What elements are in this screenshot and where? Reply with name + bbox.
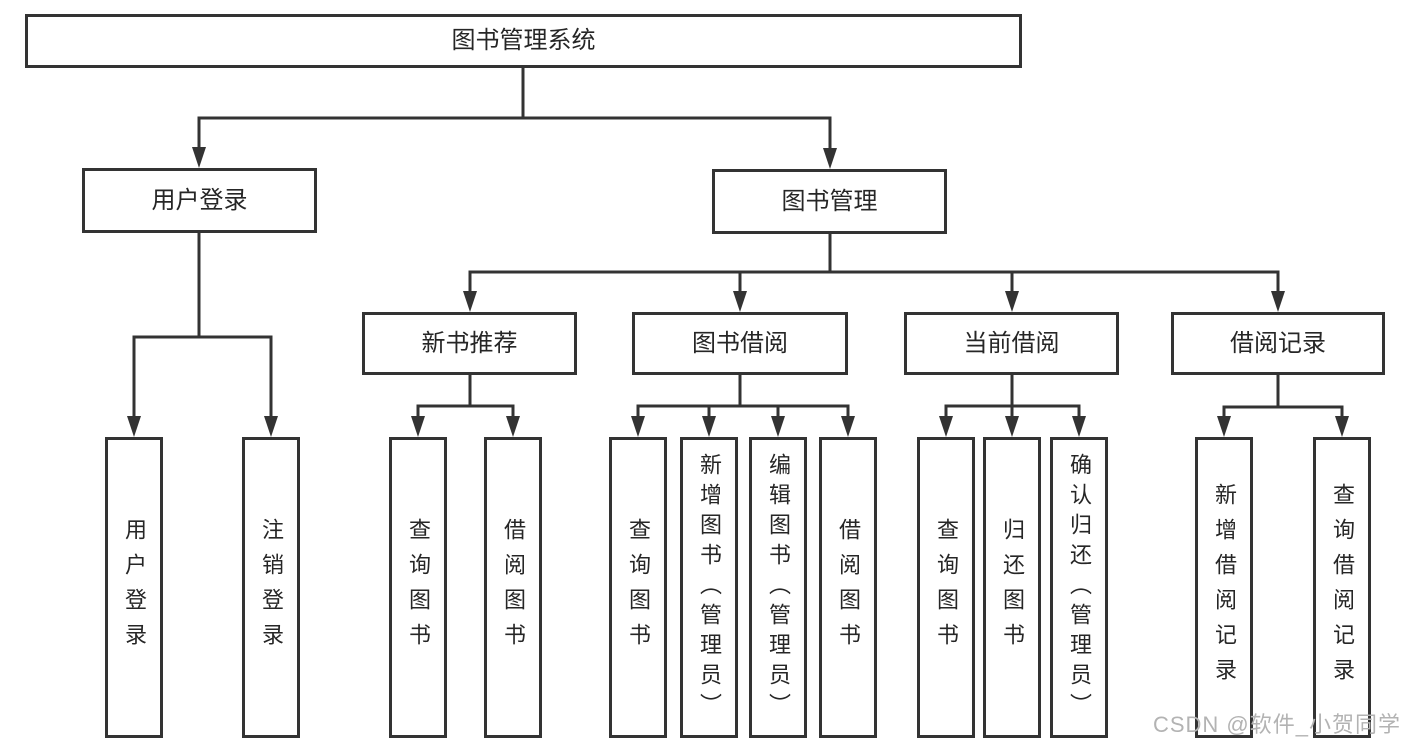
leaf-add-books-admin: 新增图书（管理员） xyxy=(680,437,738,738)
leaf-borrow-books-borrowing: 借阅图书 xyxy=(819,437,877,738)
leaf-label: 注销登录 xyxy=(259,517,284,658)
arrow-down-icon xyxy=(1005,291,1019,312)
leaf-return-books: 归还图书 xyxy=(983,437,1041,738)
leaf-add-borrow-record: 新增借阅记录 xyxy=(1195,437,1253,738)
arrow-down-icon xyxy=(192,147,206,168)
node-label: 图书管理系统 xyxy=(451,27,596,54)
leaf-label: 查询图书 xyxy=(406,517,431,658)
arrow-down-icon xyxy=(771,416,785,437)
leaf-confirm-return-admin: 确认归还（管理员） xyxy=(1050,437,1108,738)
node-label: 当前借阅 xyxy=(963,329,1060,357)
node-label: 图书借阅 xyxy=(692,329,788,357)
node-user-login: 用户登录 xyxy=(82,168,317,233)
node-label: 借阅记录 xyxy=(1230,329,1326,357)
leaf-label: 确认归还（管理员） xyxy=(1067,452,1092,723)
arrow-down-icon xyxy=(1217,416,1231,437)
leaf-query-borrow-record: 查询借阅记录 xyxy=(1313,437,1371,738)
node-label: 用户登录 xyxy=(151,186,248,214)
connector-strokes xyxy=(132,65,1344,420)
leaf-label: 查询图书 xyxy=(934,517,959,658)
arrow-down-icon xyxy=(631,416,645,437)
arrow-down-icon xyxy=(1335,416,1349,437)
leaf-query-books-borrowing: 查询图书 xyxy=(609,437,667,738)
leaf-label: 新增借阅记录 xyxy=(1212,482,1237,693)
wire-current-borrowing xyxy=(944,373,1081,420)
wire-book-borrowing xyxy=(636,373,850,420)
wire-root xyxy=(197,65,832,152)
leaf-logout-login: 注销登录 xyxy=(242,437,300,738)
arrow-down-icon xyxy=(823,148,837,169)
arrow-down-icon xyxy=(411,416,425,437)
arrow-down-icon xyxy=(733,291,747,312)
leaf-label: 编辑图书（管理员） xyxy=(766,452,791,723)
leaf-label: 借阅图书 xyxy=(836,517,861,658)
node-label: 图书管理 xyxy=(781,187,878,215)
arrow-down-icon xyxy=(1072,416,1086,437)
leaf-label: 归还图书 xyxy=(1000,517,1025,658)
leaf-edit-books-admin: 编辑图书（管理员） xyxy=(749,437,807,738)
node-library-management-system: 图书管理系统 xyxy=(25,14,1022,68)
arrow-down-icon xyxy=(841,416,855,437)
arrow-down-icon xyxy=(463,291,477,312)
leaf-query-books-recommend: 查询图书 xyxy=(389,437,447,738)
node-borrowing-records: 借阅记录 xyxy=(1171,312,1385,375)
leaf-label: 查询借阅记录 xyxy=(1330,482,1355,693)
arrow-down-icon xyxy=(127,416,141,437)
leaf-label: 查询图书 xyxy=(626,517,651,658)
arrow-down-icon xyxy=(1271,291,1285,312)
arrow-down-icon xyxy=(264,416,278,437)
node-book-management: 图书管理 xyxy=(712,169,947,234)
wire-book-management xyxy=(468,232,1280,295)
leaf-label: 借阅图书 xyxy=(501,517,526,658)
node-book-borrowing: 图书借阅 xyxy=(632,312,848,375)
wire-new-book-recommend xyxy=(416,373,515,420)
arrowheads xyxy=(127,147,1349,437)
arrow-down-icon xyxy=(702,416,716,437)
arrow-down-icon xyxy=(1005,416,1019,437)
leaf-label: 新增图书（管理员） xyxy=(697,452,722,723)
leaf-query-books-current: 查询图书 xyxy=(917,437,975,738)
node-current-borrowing: 当前借阅 xyxy=(904,312,1119,375)
wire-borrowing-records xyxy=(1222,373,1344,420)
arrow-down-icon xyxy=(939,416,953,437)
csdn-watermark: CSDN @软件_小贺同学 xyxy=(1152,712,1401,737)
leaf-user-login: 用户登录 xyxy=(105,437,163,738)
wire-user-login xyxy=(132,231,273,420)
arrow-down-icon xyxy=(506,416,520,437)
leaf-borrow-books-recommend: 借阅图书 xyxy=(484,437,542,738)
node-label: 新书推荐 xyxy=(421,329,518,357)
leaf-label: 用户登录 xyxy=(122,517,147,658)
node-new-book-recommend: 新书推荐 xyxy=(362,312,577,375)
